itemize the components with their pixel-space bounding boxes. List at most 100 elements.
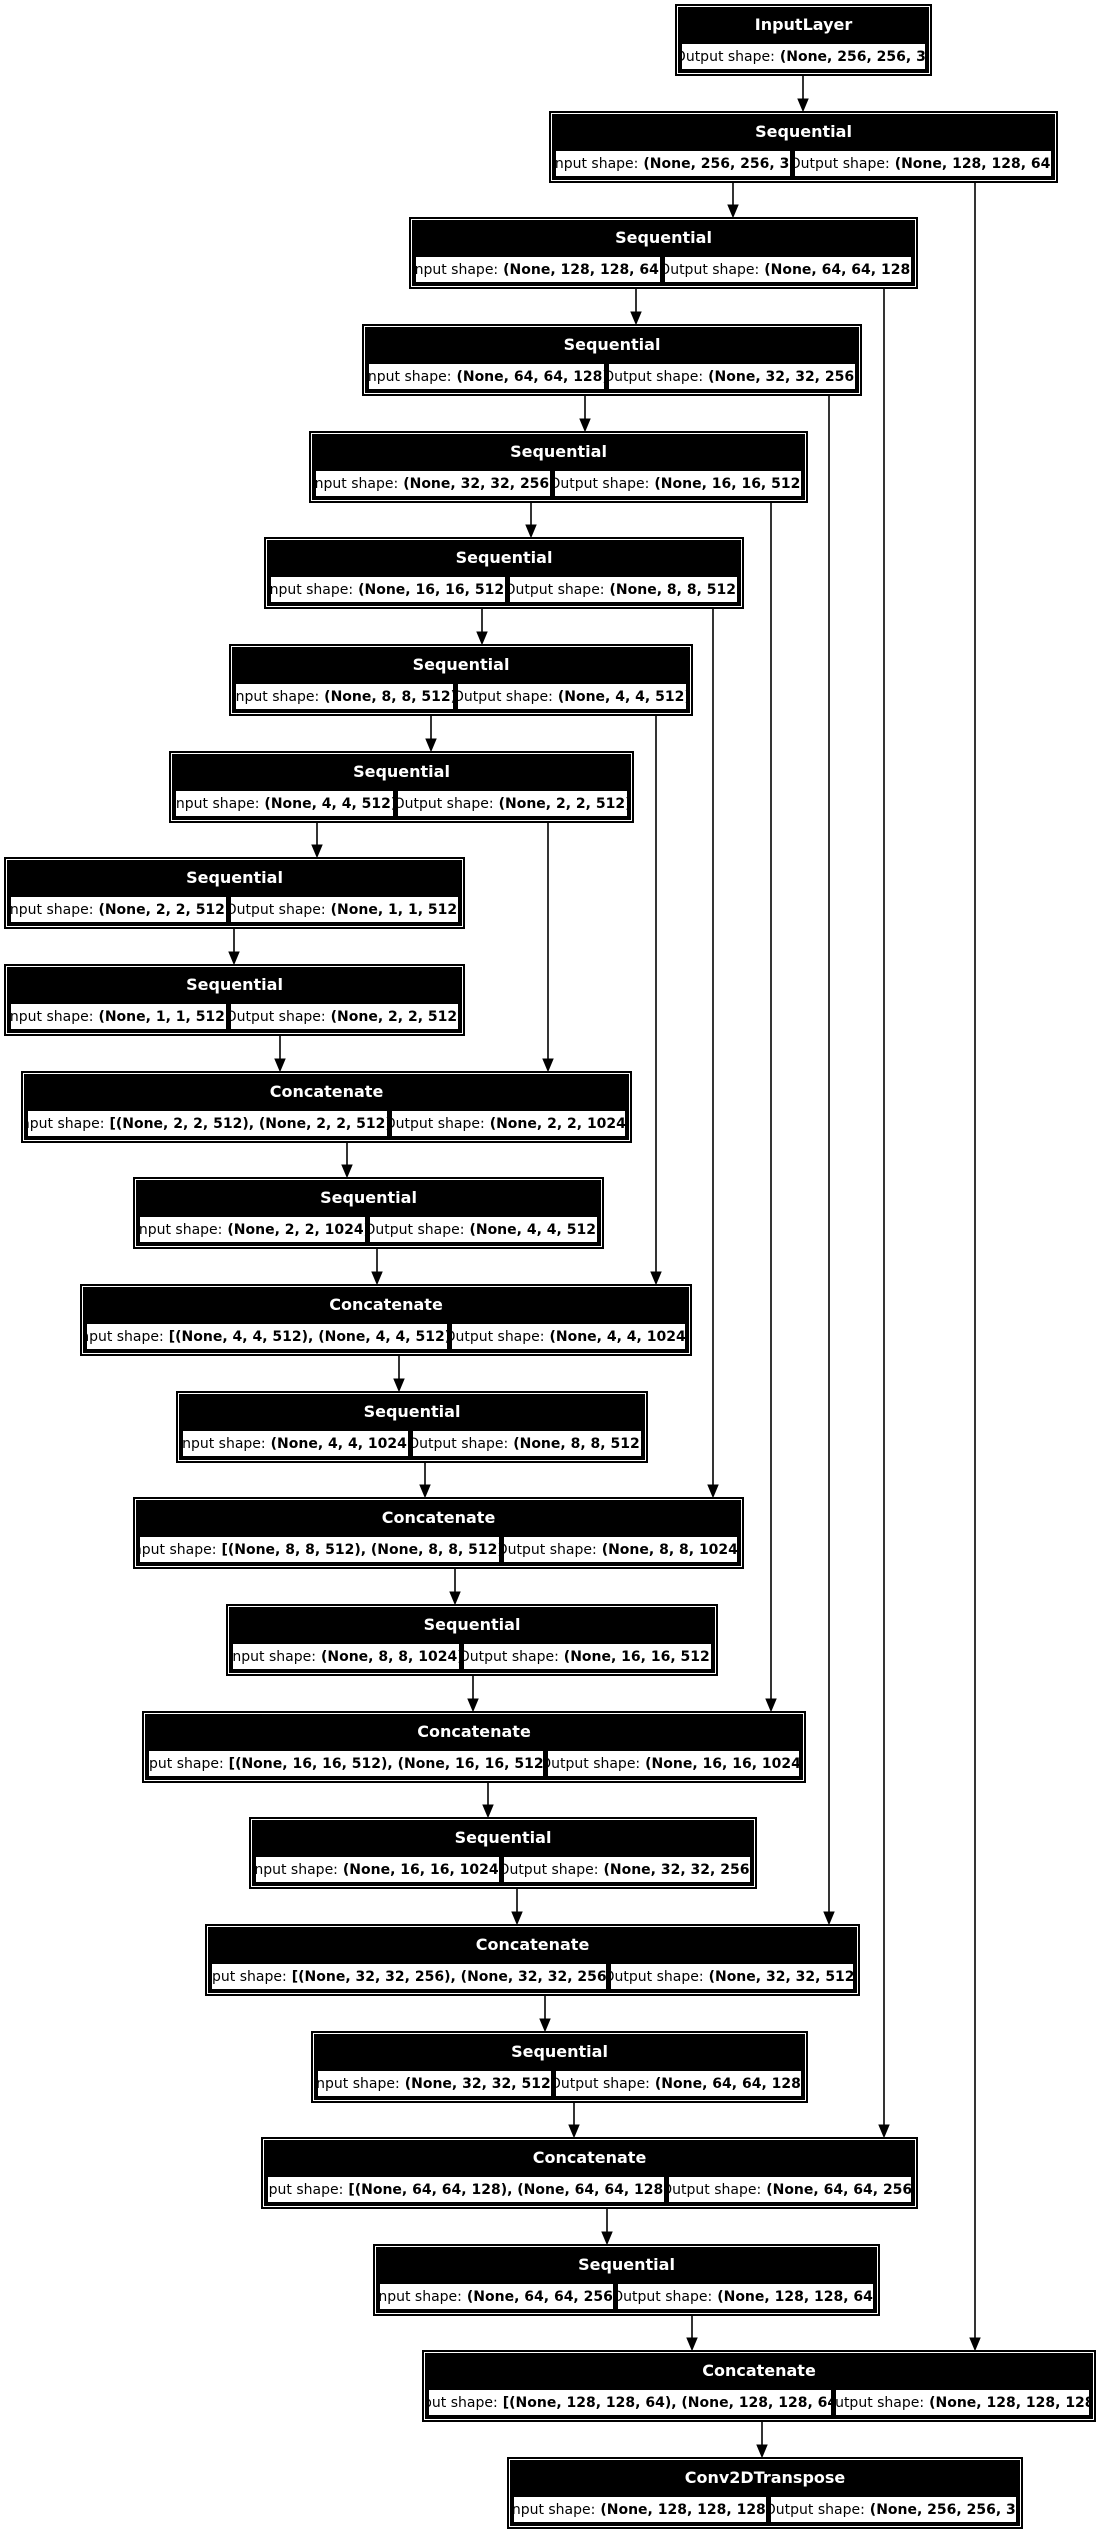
input-shape-value: (None, 128, 128, 128): [600, 2501, 767, 2518]
output-shape-cell: Output shape:(None, 64, 64, 128): [663, 256, 912, 283]
output-shape-cell: Output shape:(None, 64, 64, 256): [667, 2176, 912, 2203]
output-shape-label: Output shape:: [617, 2288, 713, 2305]
graph-node-conv2dtranspose: Conv2DTranspose Input shape:(None, 128, …: [507, 2457, 1023, 2529]
input-shape-cell: Input shape:(None, 32, 32, 256): [315, 470, 552, 497]
output-shape-value: (None, 64, 64, 128): [654, 2075, 802, 2092]
layer-type-title: Sequential: [563, 335, 661, 354]
layer-type-title: Conv2DTranspose: [684, 2468, 846, 2487]
output-shape-value: (None, 32, 32, 256): [603, 1861, 751, 1878]
input-shape-label: Input shape:: [87, 1328, 164, 1345]
graph-node-concatenate-14: Concatenate Input shape:[(None, 8, 8, 51…: [133, 1497, 744, 1569]
layer-type-title: Sequential: [510, 442, 607, 461]
input-shape-value: (None, 2, 2, 512): [98, 901, 228, 918]
graph-node-sequential-4: Sequential Input shape:(None, 32, 32, 25…: [309, 431, 808, 503]
output-shape-value: (None, 8, 8, 512): [513, 1435, 642, 1452]
input-shape-value: [(None, 128, 128, 64), (None, 128, 128, …: [502, 2394, 832, 2411]
output-shape-value: (None, 128, 128, 64): [894, 155, 1052, 172]
output-shape-cell: Output shape:(None, 32, 32, 512): [610, 1963, 854, 1990]
layer-type-title: InputLayer: [754, 15, 853, 34]
input-shape-value: (None, 2, 2, 1024): [227, 1221, 366, 1238]
graph-node-sequential-17: Sequential Input shape:(None, 16, 16, 10…: [249, 1817, 757, 1889]
graph-node-inputlayer: InputLayer Output shape:(None, 256, 256,…: [675, 4, 932, 76]
input-shape-cell: Input shape:(None, 2, 2, 512): [10, 896, 228, 923]
input-shape-cell: Input shape:(None, 1, 1, 512): [10, 1003, 228, 1030]
graph-node-sequential-8: Sequential Input shape:(None, 2, 2, 512)…: [4, 857, 465, 929]
input-shape-label: Input shape:: [513, 2501, 596, 2518]
input-shape-value: [(None, 8, 8, 512), (None, 8, 8, 512)]: [221, 1541, 500, 1558]
output-shape-value: (None, 256, 256, 3): [869, 2501, 1017, 2518]
input-shape-label: Input shape:: [415, 261, 499, 278]
layer-type-title: Sequential: [511, 2042, 608, 2061]
layer-type-title: Concatenate: [532, 2148, 647, 2167]
layer-type-title: Concatenate: [475, 1935, 590, 1954]
output-shape-value: (None, 16, 16, 1024): [645, 1755, 800, 1772]
output-shape-label: Output shape:: [462, 1648, 559, 1665]
output-shape-value: (None, 4, 4, 512): [557, 688, 687, 705]
output-shape-label: Output shape:: [502, 1541, 597, 1558]
sequential-edges: [228, 76, 809, 2459]
input-shape-value: (None, 32, 32, 256): [403, 475, 552, 492]
output-shape-cell: Output shape:(None, 8, 8, 512): [508, 576, 738, 603]
input-shape-cell: Input shape:(None, 256, 256, 3): [555, 150, 792, 177]
output-shape-value: (None, 64, 64, 256): [766, 2181, 912, 2198]
output-shape-cell: Output shape:(None, 4, 4, 1024): [450, 1323, 686, 1350]
input-shape-label: Input shape:: [555, 155, 639, 172]
input-shape-label: Input shape:: [255, 1861, 338, 1878]
output-shape-value: (None, 1, 1, 512): [330, 901, 459, 918]
output-shape-value: (None, 4, 4, 1024): [549, 1328, 686, 1345]
output-shape-label: Output shape:: [412, 1435, 509, 1452]
output-shape-value: (None, 2, 2, 1024): [489, 1115, 626, 1132]
input-shape-cell: Input shape:(None, 32, 32, 512): [317, 2070, 553, 2097]
input-shape-value: (None, 64, 64, 256): [466, 2288, 615, 2305]
input-shape-cell: Input shape:(None, 128, 128, 64): [415, 256, 661, 283]
graph-node-sequential-15: Sequential Input shape:(None, 8, 8, 1024…: [226, 1604, 718, 1676]
output-shape-label: Output shape:: [607, 368, 704, 385]
input-shape-value: (None, 256, 256, 3): [643, 155, 792, 172]
graph-node-concatenate-10: Concatenate Input shape:[(None, 2, 2, 51…: [21, 1071, 632, 1143]
output-shape-cell: Output shape:(None, 16, 16, 512): [554, 470, 802, 497]
graph-node-sequential-13: Sequential Input shape:(None, 4, 4, 1024…: [176, 1391, 648, 1463]
output-shape-cell: Output shape:(None, 128, 128, 128): [834, 2389, 1090, 2416]
output-shape-cell: Output shape:(None, 8, 8, 1024): [502, 1536, 738, 1563]
input-shape-cell: Input shape:(None, 4, 4, 1024): [182, 1430, 410, 1457]
output-shape-label: Output shape:: [663, 261, 760, 278]
graph-node-sequential-3: Sequential Input shape:(None, 64, 64, 12…: [362, 324, 862, 396]
input-shape-value: (None, 8, 8, 512): [324, 688, 454, 705]
input-shape-cell: Input shape:(None, 8, 8, 512): [235, 683, 454, 710]
graph-node-sequential-21: Sequential Input shape:(None, 64, 64, 25…: [373, 2244, 880, 2316]
output-shape-label: Output shape:: [503, 1861, 599, 1878]
output-shape-label: Output shape:: [230, 1008, 326, 1025]
input-shape-label: Input shape:: [139, 1221, 223, 1238]
input-shape-value: (None, 4, 4, 1024): [270, 1435, 410, 1452]
output-shape-cell: Output shape:(None, 64, 64, 128): [555, 2070, 802, 2097]
input-shape-value: (None, 4, 4, 512): [264, 795, 395, 812]
input-shape-value: (None, 1, 1, 512): [98, 1008, 228, 1025]
graph-node-concatenate-18: Concatenate Input shape:[(None, 32, 32, …: [205, 1924, 860, 1996]
input-shape-label: Input shape:: [232, 1648, 316, 1665]
output-shape-cell: Output shape:(None, 8, 8, 512): [412, 1430, 642, 1457]
output-shape-cell: Output shape:(None, 2, 2, 512): [230, 1003, 459, 1030]
input-shape-cell: Input shape:[(None, 16, 16, 512), (None,…: [148, 1750, 545, 1777]
layer-type-title: Sequential: [615, 228, 712, 247]
output-shape-label: Output shape:: [794, 155, 890, 172]
output-shape-cell: Output shape:(None, 32, 32, 256): [503, 1856, 751, 1883]
input-shape-cell: Input shape:(None, 64, 64, 128): [368, 363, 605, 390]
layer-type-title: Sequential: [578, 2255, 675, 2274]
input-shape-label: Input shape:: [140, 1541, 217, 1558]
output-shape-cell: Output shape:(None, 16, 16, 1024): [547, 1750, 800, 1777]
graph-node-concatenate-16: Concatenate Input shape:[(None, 16, 16, …: [142, 1711, 806, 1783]
input-shape-cell: Input shape:(None, 16, 16, 1024): [255, 1856, 501, 1883]
input-shape-value: (None, 16, 16, 512): [358, 581, 506, 598]
output-shape-label: Output shape:: [681, 48, 775, 65]
input-shape-cell: Input shape:[(None, 2, 2, 512), (None, 2…: [27, 1110, 388, 1137]
graph-node-sequential-11: Sequential Input shape:(None, 2, 2, 1024…: [133, 1177, 604, 1249]
output-shape-value: (None, 128, 128, 128): [929, 2394, 1090, 2411]
output-shape-value: (None, 32, 32, 256): [708, 368, 856, 385]
input-shape-value: [(None, 64, 64, 128), (None, 64, 64, 128…: [348, 2181, 665, 2198]
input-shape-label: Input shape:: [315, 475, 399, 492]
output-shape-cell: Output shape:(None, 16, 16, 512): [462, 1643, 712, 1670]
output-shape-cell: Output shape:(None, 2, 2, 512): [397, 790, 628, 817]
layer-type-title: Sequential: [363, 1402, 461, 1421]
